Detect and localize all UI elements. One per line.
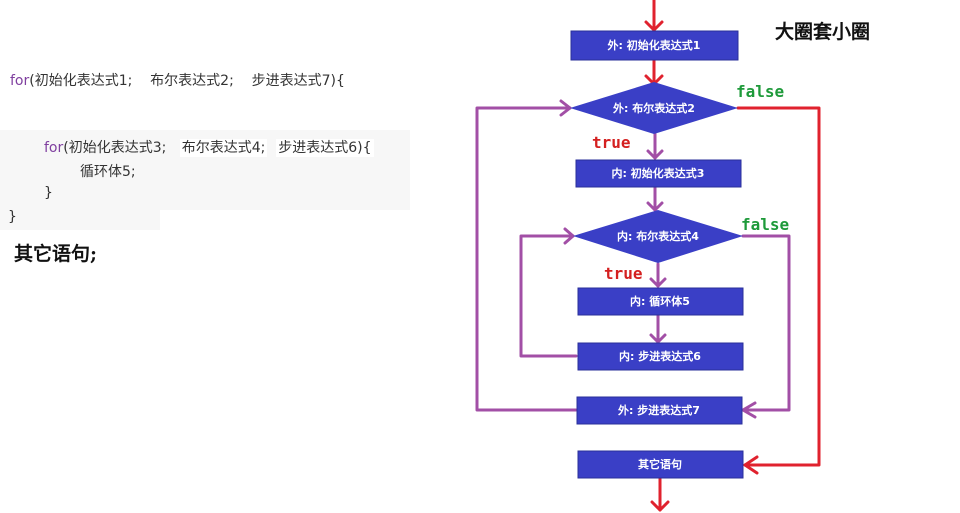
arrow-entry-head <box>644 20 664 32</box>
code-line-body: 循环体5; <box>80 164 136 180</box>
node-other <box>577 450 744 479</box>
node-inner-cond-label: 内: 布尔表达式4 <box>617 229 699 243</box>
code-outer-cond: 布尔表达式2; <box>150 73 234 89</box>
code-line-outer-for: for(初始化表达式1; 布尔表达式2; 步进表达式7){ <box>10 70 345 90</box>
arrow-outer-false-head <box>743 455 759 475</box>
arrow-inner-false-head <box>741 401 757 419</box>
arrow-outer-true-head <box>646 149 664 160</box>
code-keyword: for <box>44 140 64 156</box>
node-outer-cond-label: 外: 布尔表达式2 <box>612 101 695 115</box>
node-inner-step <box>577 342 744 371</box>
label-inner-false: false <box>741 215 789 234</box>
arrow-exit-head <box>650 500 670 512</box>
code-inner-cond: 布尔表达式4; <box>179 139 268 157</box>
node-inner-init <box>575 159 742 188</box>
label-inner-true: true <box>604 264 643 283</box>
arrow-inner-init-to-cond-head <box>646 201 664 212</box>
label-outer-false: false <box>736 82 784 101</box>
code-inner-init: (初始化表达式3; <box>63 140 167 156</box>
node-other-label: 其它语句 <box>638 457 682 471</box>
node-inner-body-label: 内: 循环体5 <box>630 294 690 308</box>
code-line-inner-close: } <box>44 185 53 201</box>
code-background-closing <box>0 208 160 230</box>
code-outer-step: 步进表达式7){ <box>251 73 345 89</box>
arrow-inner-false <box>741 234 791 412</box>
node-inner-cond <box>573 210 743 263</box>
code-line-inner-for: for(初始化表达式3; 布尔表达式4; 步进表达式6){ <box>44 137 374 157</box>
arrow-body-to-step-head <box>649 333 667 344</box>
label-outer-true: true <box>592 133 631 152</box>
arrow-inner-true-head <box>649 277 667 288</box>
node-inner-init-label: 内: 初始化表达式3 <box>612 166 705 180</box>
diagram-title: 大圈套小圈 <box>775 21 871 43</box>
node-outer-step <box>576 396 743 425</box>
code-inner-step: 步进表达式6){ <box>276 139 374 157</box>
code-line-outer-close: } <box>8 209 17 225</box>
node-outer-cond <box>570 82 738 134</box>
code-keyword: for <box>10 73 30 89</box>
code-after-statement: 其它语句; <box>14 243 98 265</box>
arrow-outer-loop-back <box>475 106 578 412</box>
arrow-outer-false <box>736 106 821 467</box>
node-outer-step-label: 外: 步进表达式7 <box>617 403 700 417</box>
arrow-inner-loop-back <box>519 234 578 358</box>
node-inner-step-label: 内: 步进表达式6 <box>619 349 701 363</box>
node-outer-init <box>570 30 739 61</box>
code-outer-init: (初始化表达式1; <box>29 73 133 89</box>
node-outer-init-label: 外: 初始化表达式1 <box>607 38 701 52</box>
node-inner-body <box>577 287 744 316</box>
